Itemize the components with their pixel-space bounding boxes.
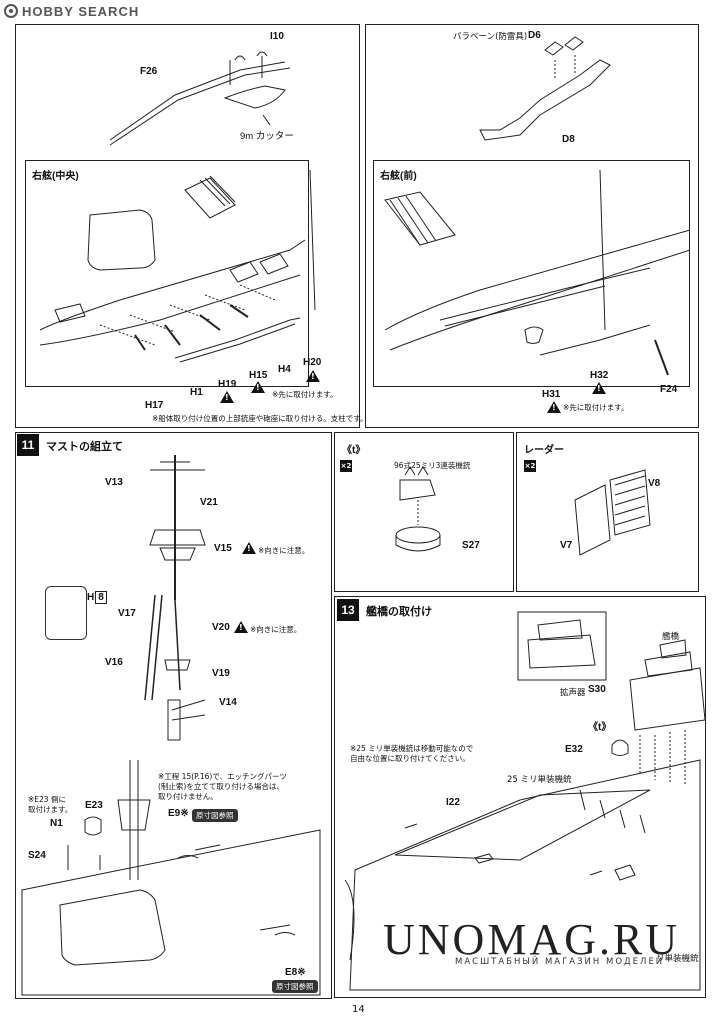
note-attach-first-left: ※先に取付けます。 <box>272 390 338 399</box>
panel-machine-gun <box>334 432 514 592</box>
page-number: 14 <box>352 1004 365 1015</box>
part-v21: V21 <box>200 497 218 508</box>
warning-icon <box>306 370 320 382</box>
note-etching-parts: ※工程 15(P.16)で、エッチングパーツ (制止索)を立てて取り付ける場合は… <box>158 772 287 801</box>
part-v19: V19 <box>212 668 230 679</box>
note-attach-first-right: ※先に取付けます。 <box>563 403 629 412</box>
qty-x2-gun: ×2 <box>340 460 352 472</box>
part-f24: F24 <box>660 384 678 395</box>
part-h1: H1 <box>190 387 203 398</box>
watermark-subtitle: МАСШТАБНЫЙ МАГАЗИН МОДЕЛЕЙ <box>455 957 665 967</box>
panel-step-13 <box>334 596 706 998</box>
part-h31: H31 <box>542 389 561 400</box>
note-orientation-v15: ※向きに注意。 <box>258 546 310 555</box>
label-paravane: パラベーン(防雷具) <box>453 32 528 42</box>
part-v8: V8 <box>648 478 661 489</box>
panel-step-11 <box>15 432 332 999</box>
part-s30: S30 <box>588 684 606 695</box>
label-cutter: 9m カッター <box>240 131 294 142</box>
step-number-13: 13 <box>337 599 359 621</box>
step-number-11: 11 <box>17 434 39 456</box>
part-v14: V14 <box>219 697 237 708</box>
inset-starboard-middle <box>25 160 309 387</box>
part-d6: D6 <box>528 30 541 41</box>
part-i22: I22 <box>446 797 460 808</box>
part-h17: H17 <box>145 400 164 411</box>
label-speaker: 拡声器 <box>560 688 586 698</box>
hobby-search-icon <box>4 4 18 18</box>
part-v20: V20 <box>212 622 230 633</box>
part-e8: E8※ <box>285 967 306 978</box>
part-h19: H19 <box>218 379 237 390</box>
part-h4: H4 <box>278 364 291 375</box>
part-h8-box <box>45 586 87 640</box>
part-e23: E23 <box>85 800 103 811</box>
label-f26: F26 <box>140 66 158 77</box>
warning-icon <box>592 382 606 394</box>
ref-full-size-e8: 原寸図参照 <box>272 980 318 993</box>
inset-starboard-front <box>373 160 690 387</box>
part-s27: S27 <box>462 540 480 551</box>
note-orientation-v20: ※向きに注意。 <box>250 625 302 634</box>
part-v17: V17 <box>118 608 136 619</box>
part-d8: D8 <box>562 134 575 145</box>
label-t-variant-13: 《t》 <box>588 722 612 733</box>
part-h20: H20 <box>303 357 322 368</box>
label-triple-gun: 96式25ミリ3連装機銃 <box>394 461 471 470</box>
part-v15: V15 <box>214 543 232 554</box>
part-n1: N1 <box>50 818 63 829</box>
part-h8-letter: H <box>87 592 95 603</box>
warning-icon <box>242 542 256 554</box>
label-single-gun-short: リ単装機銃 <box>656 954 699 964</box>
part-h8-number: 8 <box>95 591 107 604</box>
part-e32: E32 <box>565 744 583 755</box>
radar-title: レーダー <box>524 445 564 456</box>
note-e23-side: ※E23 側に 取付けます。 <box>28 795 73 814</box>
warning-icon <box>234 621 248 633</box>
warning-icon <box>251 381 265 393</box>
part-v16: V16 <box>105 657 123 668</box>
label-t-variant: 《t》 <box>342 445 366 456</box>
part-h32: H32 <box>590 370 609 381</box>
label-i10: I10 <box>270 31 284 42</box>
part-v13: V13 <box>105 477 123 488</box>
qty-x2-radar: ×2 <box>524 460 536 472</box>
step-title-13: 艦橋の取付け <box>366 605 432 618</box>
label-single-gun: 25 ミリ単装機銃 <box>507 775 572 785</box>
logo-text: HOBBY SEARCH <box>22 3 140 19</box>
inset-title-middle: 右舷(中央) <box>32 171 79 182</box>
header-logo: HOBBY SEARCH <box>4 3 139 19</box>
label-bridge: 艦橋 <box>662 632 680 642</box>
step-title-11: マストの組立て <box>46 440 123 453</box>
watermark-text: UNOMAG.RU <box>383 915 681 964</box>
footnote-top-left: ※船体取り付け位置の上部銃座や砲座に取り付ける。支柱です。 <box>152 414 368 423</box>
note-single-gun: ※25 ミリ単装機銃は移動可能なので 自由な位置に取り付けてください。 <box>350 744 474 763</box>
part-e9: E9※ <box>168 808 189 819</box>
warning-icon <box>547 401 561 413</box>
ref-full-size-e9: 原寸図参照 <box>192 809 238 822</box>
inset-title-front: 右舷(前) <box>380 171 417 182</box>
part-h15: H15 <box>249 370 268 381</box>
part-v7: V7 <box>560 540 573 551</box>
part-s24: S24 <box>28 850 46 861</box>
warning-icon <box>220 391 234 403</box>
